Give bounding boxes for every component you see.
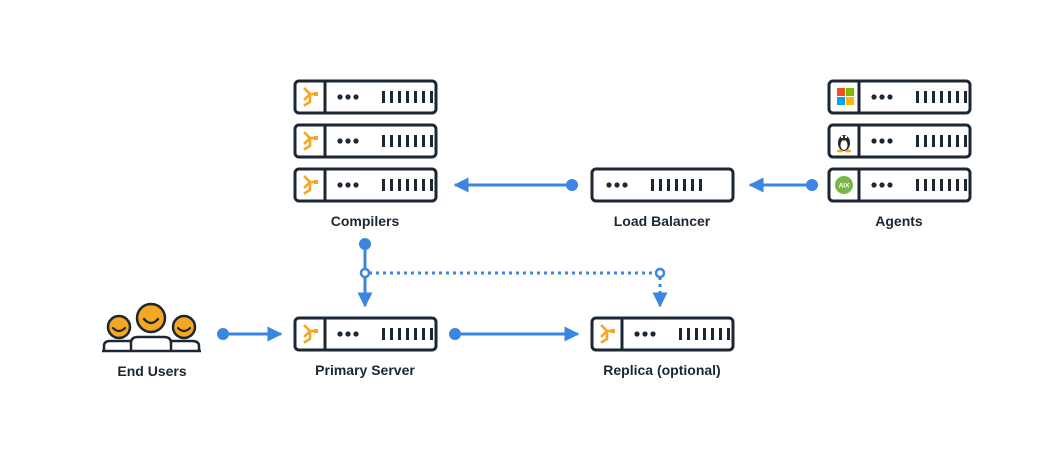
agent-server-windows bbox=[829, 81, 970, 113]
compiler-server-1 bbox=[295, 81, 436, 113]
end-users-label: End Users bbox=[117, 363, 187, 379]
aix-badge-text: AIX bbox=[839, 183, 851, 190]
load-balancer-label: Load Balancer bbox=[613, 213, 711, 229]
connector-agents-to-loadbalancer bbox=[748, 177, 818, 193]
agents-label: Agents bbox=[875, 213, 923, 229]
primary-server bbox=[295, 318, 436, 350]
users-group-icon bbox=[102, 302, 201, 353]
connector-loadbalancer-to-compilers bbox=[453, 177, 578, 193]
agent-server-linux bbox=[829, 125, 970, 157]
connector-compilers-to-replica-dotted bbox=[359, 267, 668, 308]
load-balancer-server bbox=[590, 167, 735, 203]
replica-label: Replica (optional) bbox=[603, 362, 721, 378]
compilers-label: Compilers bbox=[330, 213, 400, 229]
windows-logo-icon bbox=[837, 88, 854, 105]
primary-server-label: Primary Server bbox=[315, 362, 415, 378]
connector-primary-to-replica bbox=[449, 326, 580, 342]
replica-server bbox=[592, 318, 733, 350]
linux-tux-icon bbox=[837, 135, 851, 153]
compiler-server-2 bbox=[295, 125, 436, 157]
connector-users-to-primary bbox=[217, 326, 283, 342]
aix-badge-icon: AIX bbox=[835, 176, 853, 194]
compiler-server-3 bbox=[295, 169, 436, 201]
agent-server-aix: AIX bbox=[829, 169, 970, 201]
